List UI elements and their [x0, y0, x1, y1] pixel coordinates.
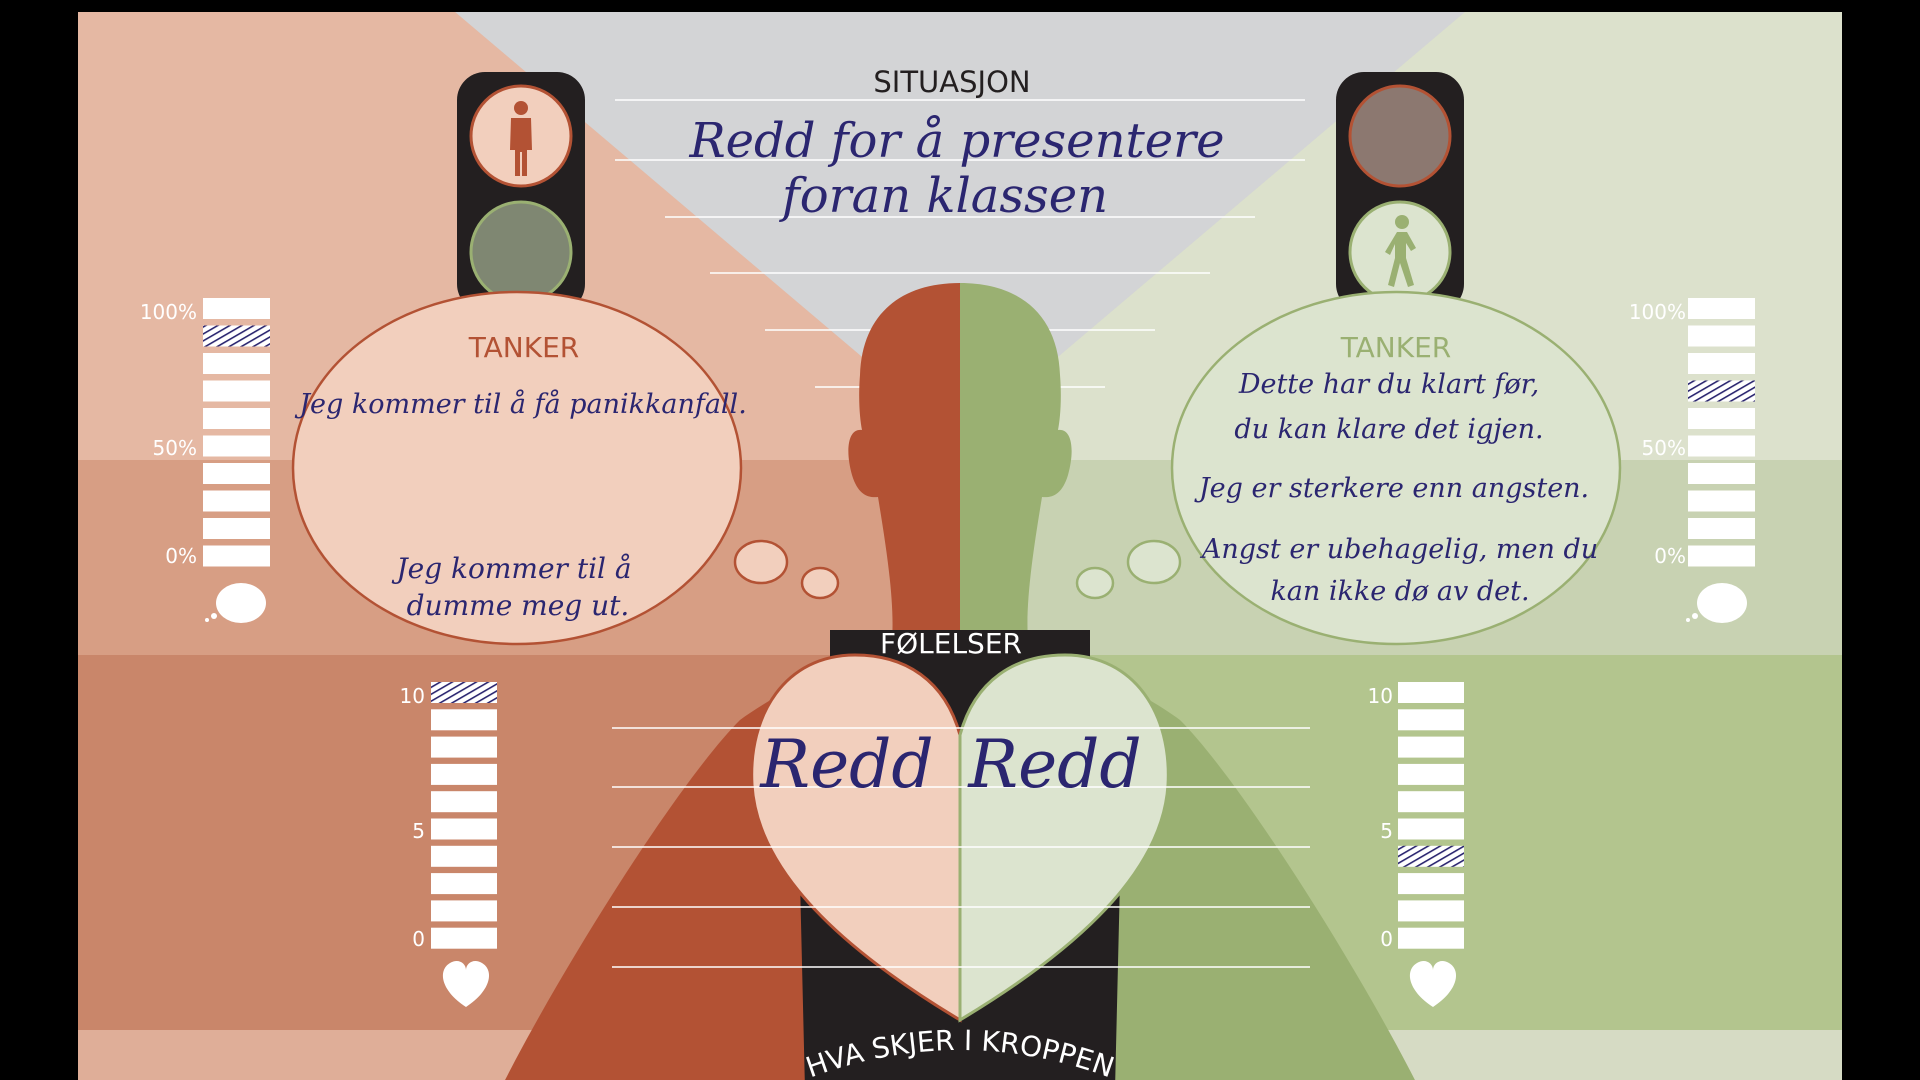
- situation-wedge: [455, 12, 1465, 440]
- right-feeling-text: Redd: [967, 726, 1141, 803]
- right-feeling-segment: [1398, 927, 1464, 949]
- right-belief-marked-segment: [1688, 380, 1755, 402]
- left-belief-segment: [203, 518, 270, 539]
- left-thoughts-heading: TANKER: [468, 331, 580, 364]
- left-thought-bubble: [291, 290, 840, 646]
- left-feeling-segment: [431, 763, 497, 785]
- left-feeling-segment: [431, 818, 497, 840]
- left-feeling-segment: [431, 845, 497, 867]
- right-feeling-segment: [1398, 736, 1464, 758]
- left-feeling-segment: [431, 873, 497, 895]
- right-belief-segment: [1688, 435, 1755, 457]
- left-feeling-segment: [431, 927, 497, 949]
- right-thought-3-line1: Angst er ubehagelig, men du: [1199, 534, 1598, 565]
- left-belief-marked-segment: [203, 325, 270, 347]
- feelings-heading: FØLELSER: [880, 627, 1022, 660]
- feelings-heart: [750, 653, 1170, 1023]
- right-belief-label-100: 100%: [1629, 300, 1686, 324]
- left-thought-2-line2: dumme meg ut.: [407, 589, 630, 622]
- left-thought-1: Jeg kommer til å få panikkanfall.: [294, 388, 747, 420]
- left-heart-icon: [442, 960, 490, 1007]
- right-feeling-label-0: 0: [1380, 927, 1393, 951]
- right-belief-segment: [1688, 490, 1755, 512]
- right-thought-bubble: [1075, 290, 1622, 646]
- left-feeling-segment: [431, 736, 497, 758]
- right-feeling-label-5: 5: [1380, 819, 1393, 843]
- left-feeling-marked-segment: [431, 682, 497, 703]
- left-feeling-label-10: 10: [400, 684, 425, 708]
- right-speech-bubble-icon: [1686, 583, 1747, 623]
- left-feeling-segment: [431, 900, 497, 922]
- left-belief-segment: [203, 490, 270, 512]
- feelings-heart-right-half: [958, 653, 1170, 1023]
- walking-person-icon: [1385, 215, 1416, 287]
- left-feeling-segment: [431, 791, 497, 813]
- right-belief-label-0: 0%: [1654, 544, 1686, 568]
- left-belief-segment: [203, 463, 270, 484]
- standing-person-icon: [510, 101, 532, 176]
- left-belief-segment: [203, 408, 270, 429]
- right-feeling-scale: [1398, 682, 1464, 949]
- right-thought-3-line2: kan ikke dø av det.: [1270, 576, 1529, 607]
- right-belief-segment: [1688, 408, 1755, 429]
- left-green-light: [469, 200, 573, 304]
- left-belief-segment: [203, 545, 270, 567]
- right-feeling-segment: [1398, 818, 1464, 840]
- right-belief-segment: [1688, 518, 1755, 539]
- left-belief-segment: [203, 353, 270, 374]
- left-feeling-label-0: 0: [412, 927, 425, 951]
- right-feeling-marked-segment: [1398, 845, 1464, 867]
- right-feeling-segment: [1398, 791, 1464, 813]
- situation-heading: SITUASJON: [873, 65, 1030, 99]
- right-belief-label-50: 50%: [1642, 436, 1686, 460]
- left-thought-2-line1: Jeg kommer til å: [391, 552, 631, 585]
- right-belief-segment: [1688, 463, 1755, 484]
- right-thought-2: Jeg er sterkere enn angsten.: [1194, 473, 1589, 504]
- left-belief-segment: [203, 298, 270, 319]
- right-thoughts-heading: TANKER: [1340, 331, 1452, 364]
- right-belief-scale: [1688, 298, 1755, 567]
- right-feeling-segment: [1398, 900, 1464, 922]
- right-feeling-segment: [1398, 682, 1464, 703]
- situation-text-line2: foran klassen: [779, 168, 1108, 224]
- feelings-heart-left-half: [750, 653, 962, 1023]
- left-belief-label-100: 100%: [140, 300, 197, 324]
- feelings-writing-lines: [612, 727, 1310, 968]
- left-feeling-label-5: 5: [412, 819, 425, 843]
- right-belief-segment: [1688, 545, 1755, 567]
- right-thought-1-line1: Dette har du klart før,: [1238, 369, 1539, 400]
- right-heart-icon: [1409, 960, 1457, 1007]
- left-belief-label-50: 50%: [153, 436, 197, 460]
- left-feeling-text: Redd: [759, 726, 933, 803]
- right-belief-segment: [1688, 353, 1755, 374]
- left-belief-segment: [203, 380, 270, 402]
- right-feeling-segment: [1398, 709, 1464, 731]
- left-feeling-scale: [431, 682, 497, 949]
- right-traffic-light: [1336, 72, 1464, 312]
- situation-text-line1: Redd for å presentere: [688, 113, 1224, 169]
- right-red-light: [1348, 84, 1452, 188]
- right-feeling-segment: [1398, 763, 1464, 785]
- right-belief-segment: [1688, 298, 1755, 319]
- left-traffic-light: [457, 72, 585, 312]
- left-belief-scale: [203, 298, 270, 567]
- left-belief-label-0: 0%: [165, 544, 197, 568]
- right-belief-segment: [1688, 325, 1755, 347]
- left-feeling-segment: [431, 709, 497, 731]
- right-feeling-label-10: 10: [1368, 684, 1393, 708]
- right-feeling-segment: [1398, 873, 1464, 895]
- right-thought-1-line2: du kan klare det igjen.: [1234, 414, 1543, 445]
- left-belief-segment: [203, 435, 270, 457]
- left-speech-bubble-icon: [205, 583, 266, 623]
